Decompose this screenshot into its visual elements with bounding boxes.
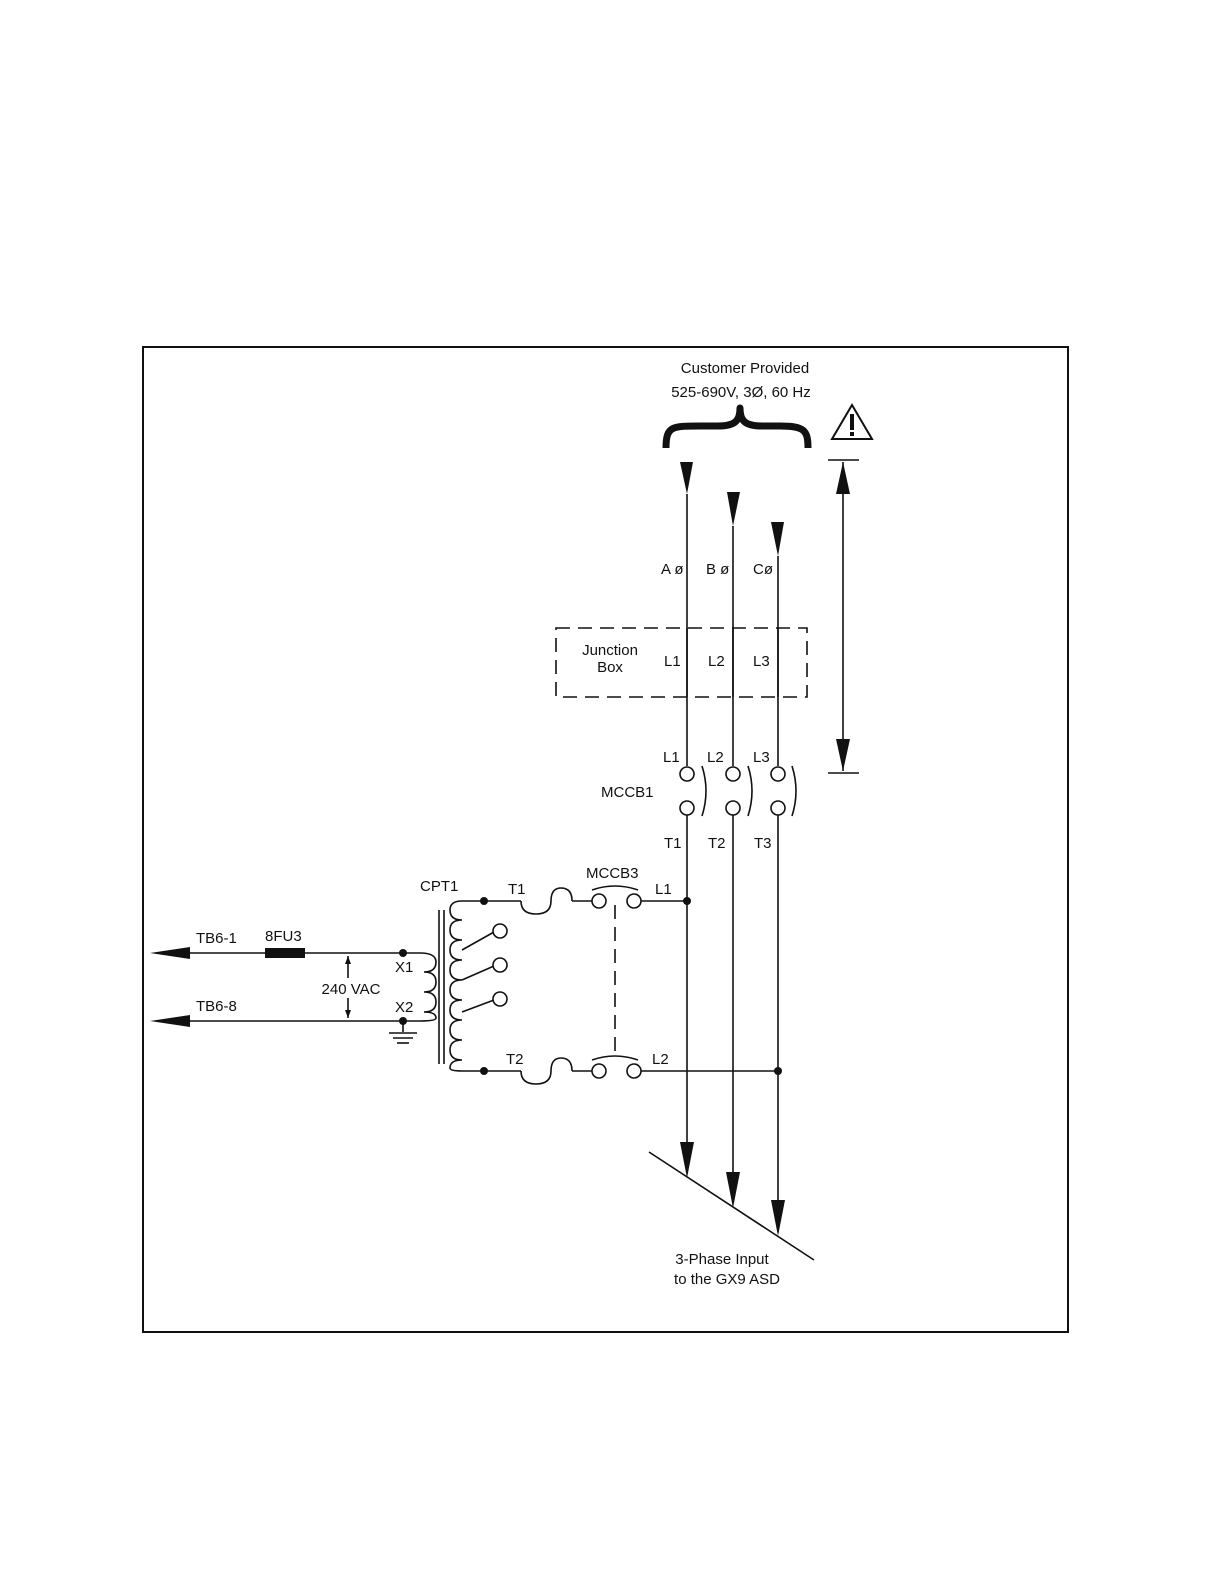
mccb1-load-t3: T3 [754,835,772,852]
phase-a-label: A ø [661,561,684,578]
junction-box-label-line1: Junction [582,642,638,659]
voltage-label: 240 VAC [322,981,381,998]
transformer-cpt1 [420,897,507,1075]
transformer-label: CPT1 [420,878,458,895]
mccb1-line-l3: L3 [753,749,770,766]
junction-terminal-l1: L1 [664,653,681,670]
warning-triangle-icon [832,405,872,439]
supply-brace [666,408,808,448]
tb6-1-label: TB6-1 [196,930,237,947]
mccb3-bottom-terminal: L2 [652,1051,669,1068]
junction-terminal-l3: L3 [753,653,770,670]
mccb1-line-l2: L2 [707,749,724,766]
fuse-t1 [484,888,592,914]
phase-a-input-arrow [680,462,693,494]
dimension-indicator [828,460,859,773]
phase-b-output-arrow [726,1172,740,1208]
junction-dot-a [683,897,691,905]
drive-input-line [649,1152,814,1260]
mccb1-load-t2: T2 [708,835,726,852]
junction-dot-c [774,1067,782,1075]
tb6-8-arrow-icon [150,1015,190,1027]
phase-c-input-arrow [771,522,784,556]
mccb3-top-terminal: L1 [655,881,672,898]
phase-b-input-arrow [727,492,740,526]
phase-c-output-arrow [771,1200,785,1236]
fuse-t2 [484,1058,592,1084]
mccb1-line-l1: L1 [663,749,680,766]
fuse-t2-label: T2 [506,1051,524,1068]
mccb1-breaker [680,766,796,816]
fuse-t1-label: T1 [508,881,526,898]
mccb1-load-t1: T1 [664,835,682,852]
mccb1-label: MCCB1 [601,784,654,801]
secondary-x1-label: X1 [395,959,413,976]
secondary-x2-label: X2 [395,999,413,1016]
footer-line1: 3-Phase Input [675,1251,769,1268]
junction-box-label-line2: Box [597,659,623,676]
tb6-8-label: TB6-8 [196,998,237,1015]
junction-terminal-l2: L2 [708,653,725,670]
mccb3-label: MCCB3 [586,865,639,882]
phase-a-output-arrow [680,1142,694,1178]
tb6-1-arrow-icon [150,947,190,959]
header-line2: 525-690V, 3Ø, 60 Hz [671,384,811,401]
ground-icon [389,1021,417,1043]
header-line1: Customer Provided [681,360,809,377]
diagram-frame [143,347,1068,1332]
fuse-8fu3-label: 8FU3 [265,928,302,945]
phase-b-label: B ø [706,561,729,578]
fuse-8fu3 [265,948,305,958]
footer-line2: to the GX9 ASD [674,1271,780,1288]
mccb3-breaker [592,886,641,1078]
phase-c-label: Cø [753,561,773,578]
